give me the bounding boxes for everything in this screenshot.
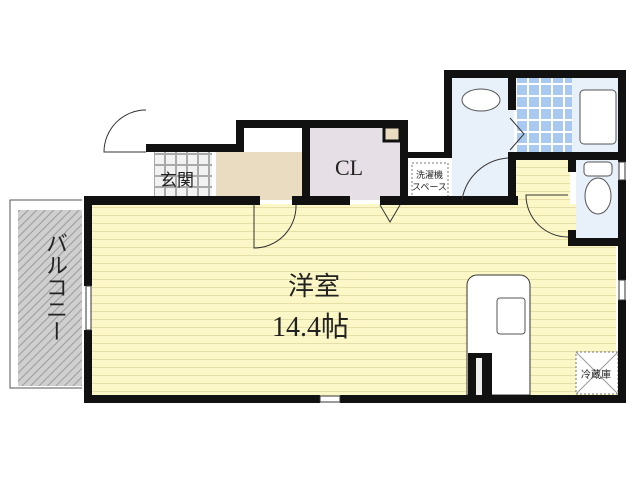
western-room-size: 14.4帖 [272,312,350,343]
entrance-door [103,109,147,153]
closet-door [379,204,401,223]
room-door [253,204,297,249]
balcony-label: バルコニー [42,232,67,342]
washroom-door [461,157,509,201]
hall-floor [510,160,570,210]
fridge-space [575,351,619,395]
doors [103,109,569,249]
toilet-tank [583,161,613,177]
kitchen-sink [496,297,526,335]
balcony [9,199,82,389]
entrance-floor [154,151,212,199]
bath-door [509,117,525,151]
washer-space-label-1: 洗濯機 [416,171,444,181]
hallway-floor [216,152,304,200]
bathroom-floor [516,78,572,152]
sink [461,88,501,112]
closet-label: CL [335,155,364,180]
entrance-label: 玄関 [160,171,194,191]
storage-box [242,127,304,152]
toilet-bowl [584,177,612,215]
toilet-door [525,194,569,238]
washer-space-label-2: スペース [412,183,447,193]
bathtub [579,89,617,145]
western-room-floor [88,204,616,399]
closet-shelf [382,125,402,143]
windows [85,161,626,403]
fridge-label: 冷蔵庫 [581,370,611,381]
western-room-name: 洋室 [288,272,341,302]
walls [84,70,626,403]
